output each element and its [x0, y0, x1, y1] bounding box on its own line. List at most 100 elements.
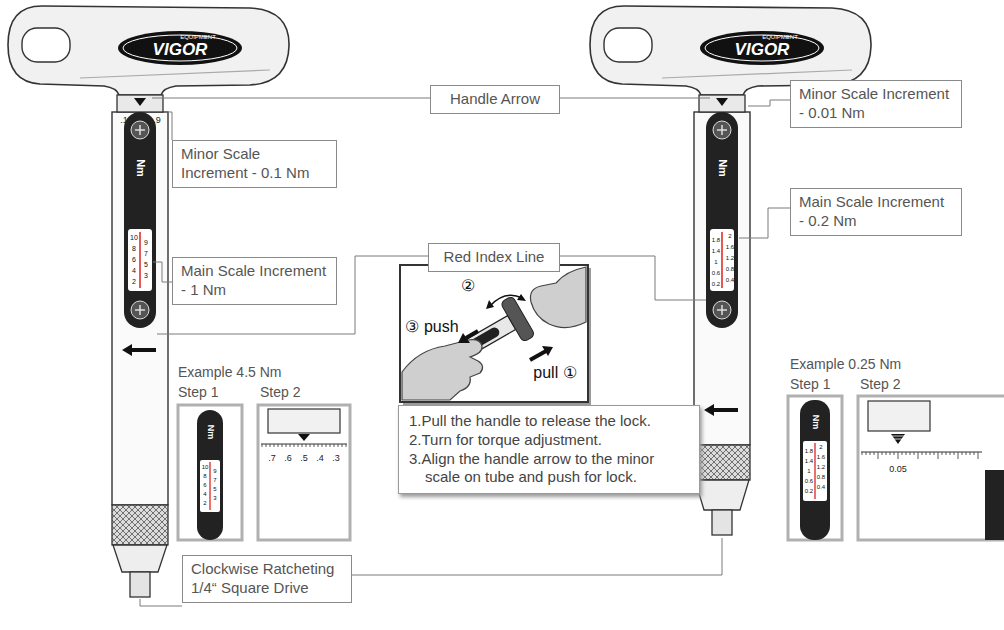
callout-box: Main Scale Increment - 1 Nm	[172, 257, 337, 305]
scale-tick	[938, 452, 939, 459]
right-screwdriver-part	[590, 6, 871, 328]
scale-tick	[870, 452, 871, 455]
callout-box: Clockwise Ratcheting 1/4“ Square Drive	[182, 555, 352, 603]
scale-tick	[894, 452, 895, 455]
main-scale-number: 1	[807, 468, 810, 474]
main-scale-number: 9	[213, 468, 216, 474]
main-scale-number: 8	[132, 245, 136, 252]
scale-tick	[294, 444, 295, 447]
step-frames-right-part	[890, 436, 906, 439]
scale-tick	[906, 452, 907, 455]
leader-lines-part	[164, 112, 172, 140]
brand-subtext: EQUIPMENT	[762, 34, 798, 40]
step-frames-left-part	[298, 434, 310, 441]
main-scale-number: 1.2	[817, 464, 825, 470]
main-scale-number: 0.6	[712, 270, 720, 276]
step-frames-right-part	[803, 441, 827, 501]
callout-text: Main Scale Increment - 0.2 Nm	[799, 193, 953, 231]
unit-label: Nm	[717, 159, 728, 177]
minor-scale-number: .3	[332, 454, 340, 463]
main-scale-number: 1.6	[817, 454, 825, 460]
main-scale-number: 0.6	[805, 478, 813, 484]
main-scale-number: 1.4	[805, 458, 813, 464]
main-scale-number: 1.6	[726, 244, 734, 250]
step-frames-right-part	[985, 470, 1004, 540]
main-scale-number: 3	[213, 495, 216, 501]
leader-lines-part	[157, 256, 428, 334]
brand-subtext: EQUIPMENT	[180, 34, 216, 40]
minor-scale-number: .9	[153, 116, 161, 125]
step-frames-left-part	[262, 444, 346, 447]
step-title: Step 1	[178, 385, 218, 399]
leader-lines-part	[153, 262, 172, 282]
step-frames-left-part	[209, 462, 210, 510]
callout-box: Main Scale Increment - 0.2 Nm	[790, 188, 962, 236]
main-scale-number: 5	[213, 486, 216, 492]
scale-tick	[262, 444, 263, 447]
scale-tick	[282, 444, 283, 447]
minor-scale-number: .6	[284, 454, 292, 463]
minor-scale-number: 0.05	[889, 465, 907, 474]
main-scale-number: 6	[132, 256, 136, 263]
step-frames-left-part	[178, 405, 242, 540]
scale-tick	[298, 444, 299, 447]
minor-scale-number: .1	[120, 116, 128, 125]
scale-tick	[910, 452, 911, 455]
main-scale-number: 3	[144, 272, 148, 279]
scale-tick	[970, 452, 971, 455]
minor-scale-number: .4	[316, 454, 324, 463]
main-scale-number: 0.8	[726, 266, 734, 272]
scale-tick	[326, 444, 327, 447]
scale-tick	[962, 452, 963, 455]
right-screwdriver-part	[694, 445, 750, 480]
adjustment-illustration-part	[490, 295, 522, 306]
main-scale-number: 2	[728, 233, 731, 239]
step-frames-left-part	[258, 405, 350, 540]
adjustment-illustration-part	[400, 265, 588, 402]
main-scale-number: 5	[144, 261, 148, 268]
scale-tick	[330, 444, 331, 447]
scale-tick	[958, 452, 959, 459]
scale-tick	[978, 452, 979, 459]
scale-tick	[290, 444, 291, 447]
scale-tick	[866, 452, 867, 455]
scale-tick	[266, 444, 267, 447]
main-scale-number: 1.8	[712, 237, 720, 243]
main-scale-number: 2	[203, 500, 206, 506]
scale-tick	[886, 452, 887, 455]
scale-tick	[902, 452, 903, 455]
step-frames-right-part	[800, 400, 830, 540]
callout-text: 1.Pull the handle to release the lock.	[409, 412, 689, 431]
left-screwdriver-part	[112, 505, 168, 545]
scale-tick	[342, 444, 343, 447]
scale-tick	[950, 452, 951, 455]
main-scale-number: 4	[203, 491, 206, 497]
step-title: Step 2	[860, 377, 900, 391]
brand-logo: VIGOR	[153, 41, 208, 58]
right-screwdriver-part	[712, 510, 732, 535]
callout-text: Clockwise Ratcheting 1/4“ Square Drive	[191, 560, 343, 598]
main-scale-number: 1.4	[712, 248, 720, 254]
main-scale-number: 9	[144, 239, 148, 246]
scale-tick	[270, 444, 271, 447]
adjustment-illustration-part	[530, 351, 546, 360]
main-scale-number: 10	[202, 464, 209, 470]
scale-tick	[306, 444, 307, 447]
step-title: Step 1	[790, 377, 830, 391]
callout-box: Minor Scale Increment - 0.01 Nm	[790, 80, 962, 128]
step-frames-left	[178, 405, 350, 540]
main-scale-number: 8	[203, 473, 206, 479]
callout-text: Minor Scale Increment - 0.1 Nm	[181, 145, 328, 183]
scale-tick	[346, 444, 347, 447]
callout-text: Red Index Line	[437, 248, 551, 267]
step-frames-left-part	[200, 460, 220, 512]
unit-label: Nm	[811, 415, 820, 430]
scale-tick	[918, 452, 919, 459]
step-frames-right-part	[814, 443, 815, 499]
adjustment-illustration	[400, 265, 591, 405]
callout-text: 2.Turn for torque adjustment.	[409, 431, 689, 450]
step-title: Step 2	[260, 385, 300, 399]
adjustment-illustration-part	[466, 331, 478, 338]
adjustment-illustration-part-part	[500, 296, 535, 343]
scale-tick	[882, 452, 883, 455]
